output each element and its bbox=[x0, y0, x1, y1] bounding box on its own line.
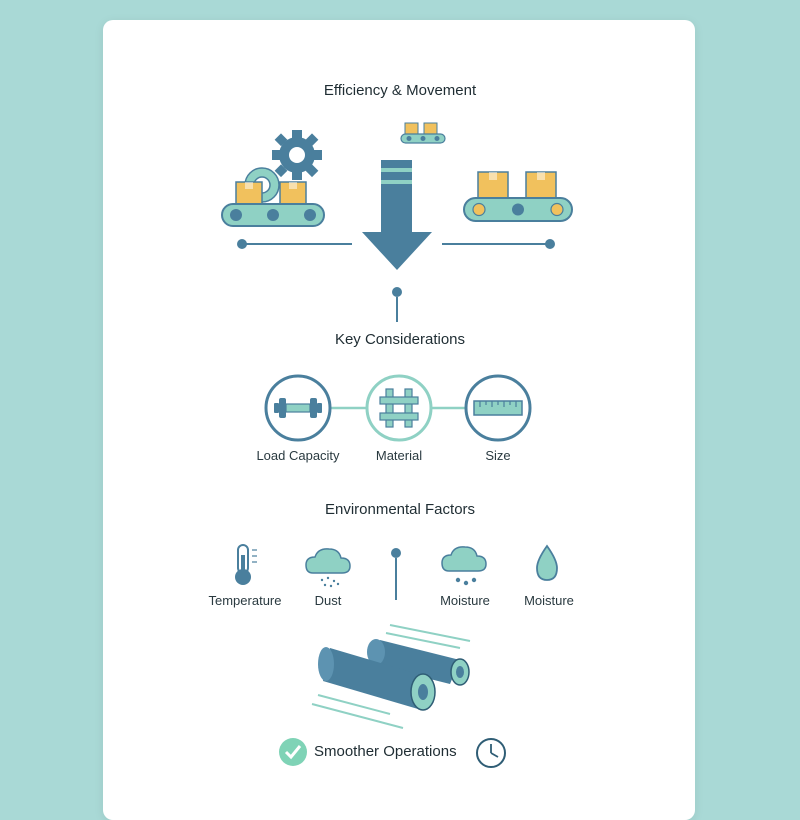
water-drop-icon bbox=[536, 544, 558, 581]
load-capacity-icon bbox=[264, 374, 332, 442]
diagram-canvas bbox=[221, 122, 573, 768]
environment-connector bbox=[391, 548, 401, 600]
left-conveyor-icon bbox=[221, 181, 325, 227]
moisture-label-2: Moisture bbox=[524, 593, 574, 608]
right-conveyor-icon bbox=[463, 171, 573, 222]
size-label: Size bbox=[485, 448, 511, 463]
size-icon bbox=[464, 374, 532, 442]
material-icon bbox=[365, 374, 433, 442]
dust-cloud-icon bbox=[305, 548, 351, 588]
moisture-label-1: Moisture bbox=[440, 593, 490, 608]
material-label: Material bbox=[375, 448, 423, 463]
roller-conveyor-icon bbox=[311, 624, 471, 729]
considerations-title: Key Considerations bbox=[334, 331, 466, 348]
check-icon bbox=[279, 738, 307, 766]
load-capacity-label: Load Capacity bbox=[256, 448, 340, 463]
environment-title: Environmental Factors bbox=[324, 501, 476, 518]
down-arrow-icon bbox=[362, 160, 432, 270]
connector-lines bbox=[237, 239, 555, 322]
temperature-label: Temperature bbox=[208, 593, 282, 608]
efficiency-title: Efficiency & Movement bbox=[323, 82, 477, 99]
footer-label: Smoother Operations bbox=[314, 743, 457, 760]
thermometer-icon bbox=[235, 544, 257, 585]
small-conveyor-icon bbox=[400, 122, 446, 144]
dust-label: Dust bbox=[314, 593, 342, 608]
clock-icon bbox=[476, 738, 506, 768]
rain-cloud-icon bbox=[441, 546, 487, 586]
